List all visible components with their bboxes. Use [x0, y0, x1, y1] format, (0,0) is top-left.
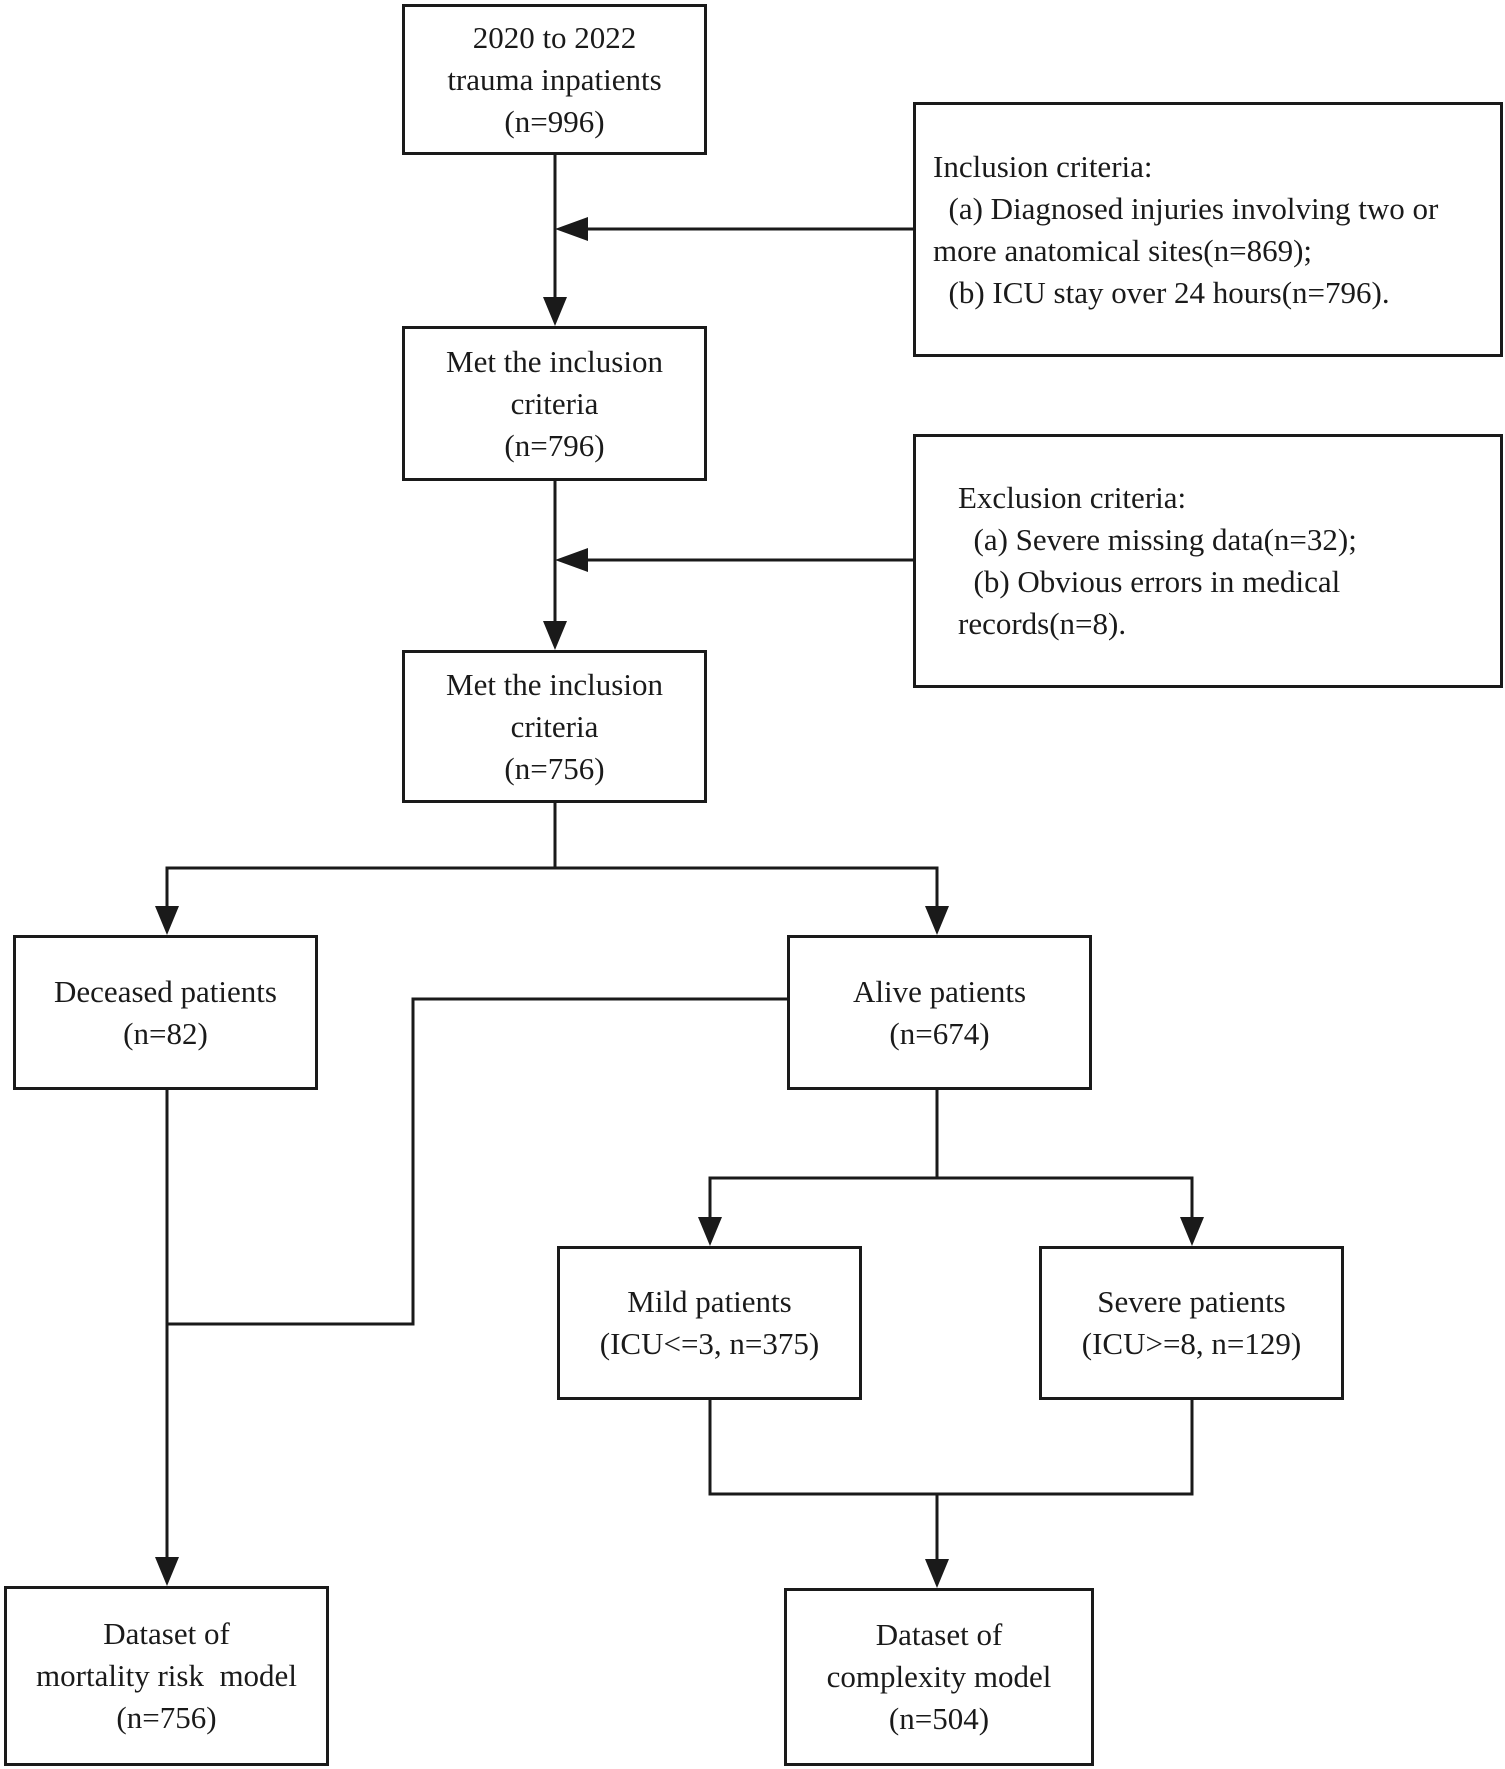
- node-mortality-dataset: Dataset of mortality risk model (n=756): [4, 1586, 329, 1766]
- node-met-inclusion-1: Met the inclusion criteria (n=796): [402, 326, 707, 481]
- severe-text-line: Severe patients: [1097, 1284, 1286, 1319]
- node-inclusion-criteria: Inclusion criteria: (a) Diagnosed injuri…: [913, 102, 1503, 357]
- inclusion-text-line: more anatomical sites(n=869);: [933, 232, 1313, 268]
- node-alive-patients: Alive patients (n=674): [787, 935, 1092, 1090]
- met2-text-line: criteria: [510, 708, 599, 744]
- mortality-text-line: mortality risk model: [36, 1658, 297, 1693]
- node-start: 2020 to 2022 trauma inpatients (n=996): [402, 4, 707, 155]
- deceased-text-line: (n=82): [123, 1015, 208, 1051]
- met1-text-line: (n=796): [504, 427, 605, 463]
- alive-text-line: (n=674): [889, 1015, 990, 1051]
- met1-text-line: Met the inclusion: [446, 343, 663, 379]
- arrowhead-complexity: [925, 1559, 949, 1588]
- complexity-text-line: Dataset of: [875, 1617, 1003, 1652]
- arrowhead-mortality: [155, 1557, 179, 1586]
- met2-text-line: Met the inclusion: [446, 666, 663, 702]
- complexity-text-line: complexity model: [826, 1659, 1052, 1694]
- complexity-text-line: (n=504): [888, 1701, 990, 1736]
- node-exclusion-criteria: Exclusion criteria: (a) Severe missing d…: [913, 434, 1503, 688]
- met2-text-line: (n=756): [504, 750, 605, 786]
- node-severe-patients: Severe patients (ICU>=8, n=129): [1039, 1246, 1344, 1400]
- arrowhead-severe: [1180, 1217, 1204, 1246]
- start-text-line: trauma inpatients: [447, 61, 662, 97]
- connector-mild-merge: [708, 1400, 1194, 1496]
- arrowhead-met1: [543, 297, 567, 326]
- connector-split-mild: [708, 1176, 937, 1220]
- arrowhead-mild: [698, 1217, 722, 1246]
- connector-split-deceased: [165, 866, 555, 908]
- node-complexity-dataset: Dataset of complexity model (n=504): [784, 1588, 1094, 1766]
- arrowhead-deceased: [155, 906, 179, 935]
- inclusion-text-line: (b) ICU stay over 24 hours(n=796).: [933, 274, 1390, 310]
- arrowhead-alive: [925, 906, 949, 935]
- connector-split-alive: [555, 866, 939, 908]
- exclusion-text-line: Exclusion criteria:: [958, 480, 1187, 515]
- start-text-line: (n=996): [504, 103, 605, 139]
- mortality-text-line: (n=756): [116, 1700, 217, 1735]
- arrowhead-inclusion: [555, 217, 588, 241]
- connector-split-severe: [937, 1176, 1194, 1220]
- node-mild-patients: Mild patients (ICU<=3, n=375): [557, 1246, 862, 1400]
- start-text-line: 2020 to 2022: [472, 19, 637, 55]
- alive-text-line: Alive patients: [852, 973, 1027, 1009]
- exclusion-text-line: records(n=8).: [958, 606, 1127, 641]
- arrowhead-exclusion: [555, 548, 588, 572]
- deceased-text-line: Deceased patients: [54, 973, 277, 1009]
- inclusion-text-line: (a) Diagnosed injuries involving two or: [933, 190, 1439, 226]
- connector-alive-mortality: [167, 997, 787, 1326]
- exclusion-text-line: (b) Obvious errors in medical: [958, 564, 1341, 599]
- mortality-text-line: Dataset of: [103, 1616, 230, 1651]
- met1-text-line: criteria: [510, 385, 599, 421]
- node-met-inclusion-2: Met the inclusion criteria (n=756): [402, 650, 707, 803]
- mild-text-line: (ICU<=3, n=375): [599, 1326, 820, 1361]
- severe-text-line: (ICU>=8, n=129): [1081, 1326, 1302, 1361]
- mild-text-line: Mild patients: [627, 1284, 792, 1319]
- exclusion-text-line: (a) Severe missing data(n=32);: [958, 522, 1357, 557]
- inclusion-text-line: Inclusion criteria:: [933, 148, 1153, 184]
- node-deceased-patients: Deceased patients (n=82): [13, 935, 318, 1090]
- arrowhead-met2: [543, 621, 567, 650]
